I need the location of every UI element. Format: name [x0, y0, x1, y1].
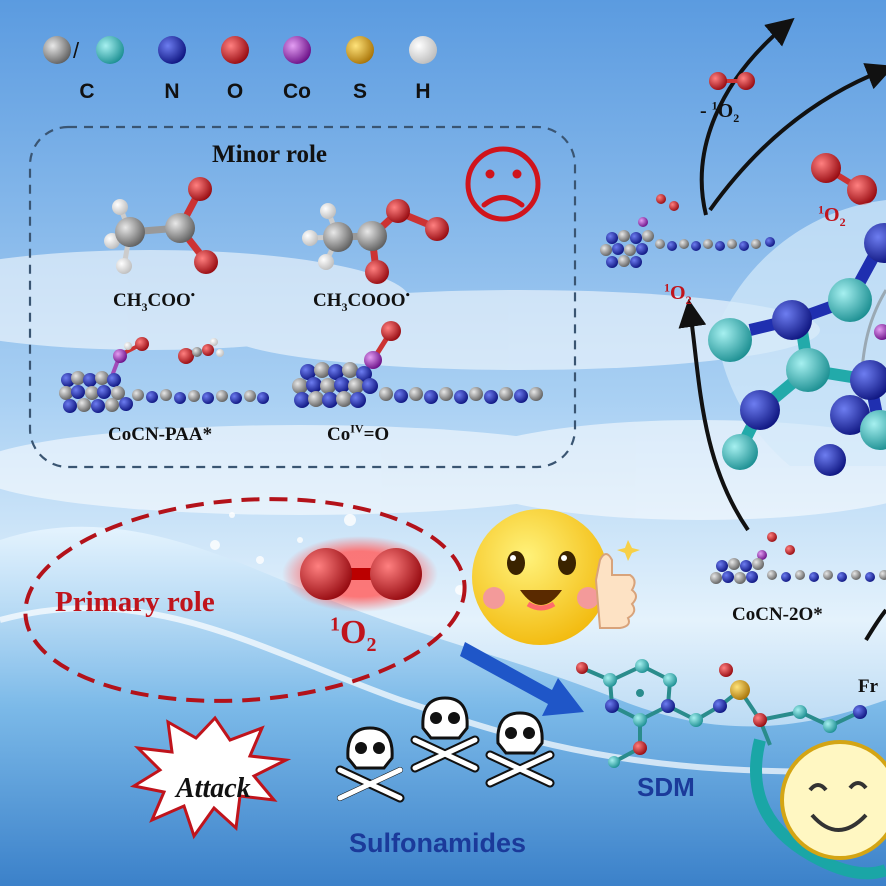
attack-label: Attack [176, 773, 251, 804]
legend-nitrogen [158, 36, 186, 64]
legend-hydrogen [409, 36, 437, 64]
con-lattice-zoom [708, 200, 886, 476]
legend-oxygen [221, 36, 249, 64]
legend-label-c: C [79, 80, 95, 103]
ch3coo-rest: COO [147, 290, 191, 311]
label-cocn-paa: CoCN-PAA* [108, 424, 213, 445]
sad-face-icon [465, 146, 541, 222]
primary-role-ellipse [23, 497, 467, 703]
label-fr-partial: Fr [858, 676, 879, 697]
1o2-top-sup: 1 [818, 202, 824, 217]
co-iv-oxo-cluster [292, 321, 543, 408]
cloud-streaks [0, 250, 886, 520]
halo-smiley-icon [750, 738, 886, 880]
arrow-cycle-bottom [864, 608, 886, 642]
label-cocn-2o: CoCN-2O* [732, 604, 823, 625]
ch3coo-radical: • [190, 287, 195, 302]
legend-label-n: N [164, 80, 180, 103]
label-1o2-top: 1O2 [818, 202, 846, 229]
legend-label-o: O [226, 80, 244, 103]
primary-1o2-sub: 2 [366, 633, 377, 656]
wave-crest [0, 605, 886, 775]
minus-1o2-sub: 2 [733, 111, 740, 125]
arrow-release-o2 [699, 17, 795, 216]
minus-1o2-base: O [717, 100, 734, 122]
1o2-mid-base: O [670, 282, 686, 304]
peracetyloxy-molecule [302, 199, 449, 284]
1o2-mid-sup: 1 [664, 280, 670, 295]
skull-icons [335, 696, 555, 803]
legend-carbon-grey [43, 36, 71, 64]
minus-1o2-sup: 1 [711, 98, 718, 113]
atom-legend: / [43, 36, 437, 64]
minor-role-title: Minor role [212, 141, 328, 168]
ch3coo-sub: 3 [141, 299, 148, 314]
sdm-label: SDM [637, 772, 695, 802]
minus-1o2-prefix: - [700, 100, 712, 122]
label-minus-1o2: - 1O2 [700, 98, 740, 125]
singlet-oxygen-molecule [282, 536, 438, 612]
arrow-cycle-top [708, 63, 886, 212]
1o2-top-sub: 2 [839, 215, 846, 229]
minor-role-box [28, 125, 577, 469]
co-iv-base: Co [327, 424, 351, 445]
arrow-cycle-left [678, 298, 750, 532]
ch3coo-base: CH [113, 290, 142, 311]
co-iv-rest: =O [363, 424, 390, 445]
singlet-o2-right [811, 153, 877, 205]
cocn-2o-cluster [710, 532, 886, 584]
skull-icon [485, 711, 555, 788]
ch3cooo-sub: 3 [341, 299, 348, 314]
legend-carbon-teal [96, 36, 124, 64]
label-ch3coo: CH3COO• [113, 287, 195, 314]
primary-singlet-oxygen-label: 1O2 [330, 613, 376, 655]
legend-label-co: Co [283, 80, 311, 103]
ch3cooo-base: CH [313, 290, 342, 311]
ch3cooo-rest: COOO [347, 290, 406, 311]
skull-icon [410, 696, 480, 773]
sdm-atoms [576, 659, 867, 768]
happy-face-thumbs-up-icon [472, 509, 640, 645]
legend-label-s: S [352, 80, 367, 103]
primary-1o2-sup: 1 [330, 613, 340, 636]
attack-burst [129, 715, 292, 840]
legend-sulfur [346, 36, 374, 64]
1o2-mid-sub: 2 [685, 293, 692, 307]
label-ch3cooo: CH3COOO• [313, 287, 410, 314]
primary-role-title: Primary role [55, 586, 215, 618]
primary-1o2-base: O [340, 614, 367, 651]
primary-attack-arrow [460, 642, 584, 716]
cocn-paa-cluster [59, 337, 269, 413]
released-o2 [709, 72, 755, 90]
legend-slash: / [73, 38, 80, 63]
cocn-o2-cluster [600, 194, 775, 268]
1o2-top-base: O [824, 204, 840, 226]
label-co-iv-oxo: CoIV=O [327, 421, 390, 446]
ch3cooo-radical: • [405, 287, 410, 302]
acetyloxy-molecule [104, 177, 218, 274]
co-iv-sup: IV [350, 421, 364, 436]
label-1o2-mid: 1O2 [664, 280, 692, 307]
skull-icon [335, 726, 405, 803]
legend-cobalt [283, 36, 311, 64]
legend-label-h: H [415, 80, 431, 103]
sulfonamides-label: Sulfonamides [349, 828, 527, 858]
